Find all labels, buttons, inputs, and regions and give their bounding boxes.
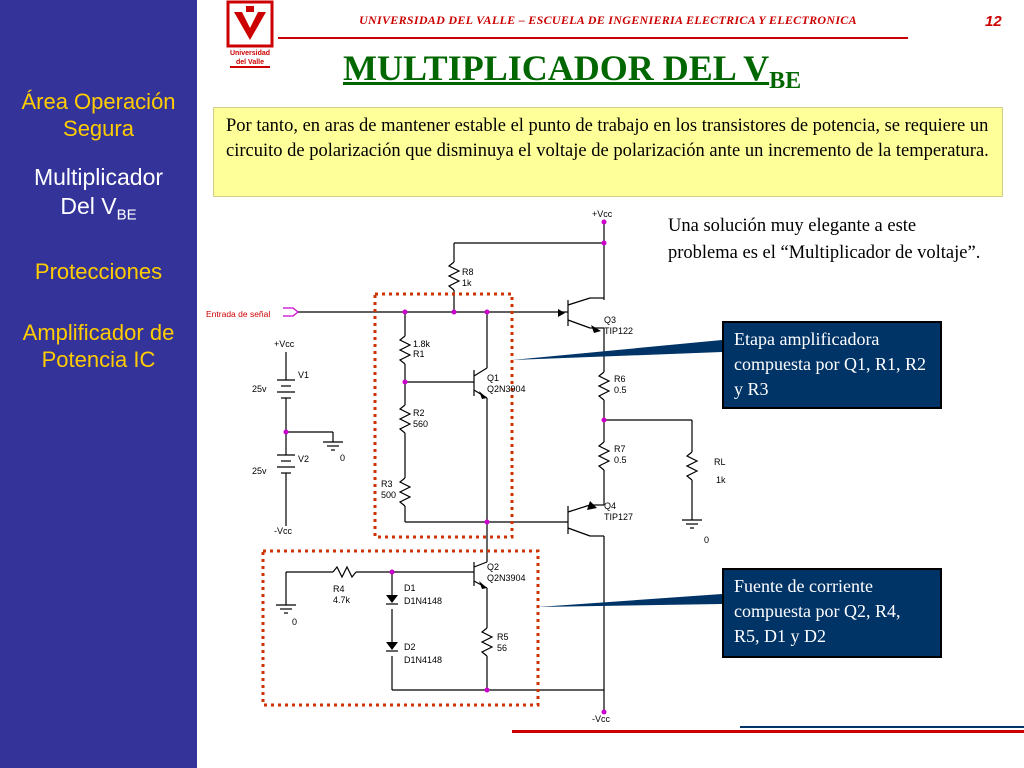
q3-part: TIP122 bbox=[604, 326, 633, 336]
q2-part: Q2N3904 bbox=[487, 573, 526, 583]
q1-part: Q2N3904 bbox=[487, 384, 526, 394]
q3-label: Q3 bbox=[604, 315, 616, 325]
r4-label: R4 bbox=[333, 584, 345, 594]
logo-text-line2: del Valle bbox=[236, 59, 264, 66]
v1-label: V1 bbox=[298, 370, 309, 380]
title-main: MULTIPLICADOR DEL V bbox=[343, 48, 770, 88]
sidebar-item-label: Segura bbox=[63, 116, 134, 141]
header-university: UNIVERSIDAD DEL VALLE – ESCUELA DE INGEN… bbox=[359, 13, 857, 27]
r4-value: 4.7k bbox=[333, 595, 351, 605]
rl-value: 1k bbox=[716, 475, 726, 485]
v1-value: 25v bbox=[252, 384, 267, 394]
q4-part: TIP127 bbox=[604, 512, 633, 522]
sidebar-item-label: Amplificador de bbox=[22, 320, 175, 345]
gnd-label-rl: 0 bbox=[704, 535, 709, 545]
r1-value: 1.8k bbox=[413, 339, 431, 349]
sidebar-item-protecciones[interactable]: Protecciones bbox=[0, 258, 197, 285]
d2-part: D1N4148 bbox=[404, 655, 442, 665]
sidebar-item-area-operacion-segura[interactable]: Área Operación Segura bbox=[0, 88, 197, 142]
sidebar-item-label: Multiplicador bbox=[33, 164, 164, 190]
r1-label: R1 bbox=[413, 349, 425, 359]
r6-value: 0.5 bbox=[614, 385, 627, 395]
vcc-bottom-label: -Vcc bbox=[592, 714, 611, 724]
current-source-callout: Fuente de corriente compuesta por Q2, R4… bbox=[722, 568, 942, 658]
logo-text-line1: Universidad bbox=[230, 50, 270, 57]
solution-text: Una solución muy elegante a este problem… bbox=[668, 216, 981, 263]
r8-label: R8 bbox=[462, 267, 474, 277]
source-vcc-neg-label: -Vcc bbox=[274, 526, 293, 536]
sidebar: Área Operación Segura Multiplicador Del … bbox=[0, 0, 197, 768]
title-subscript: BE bbox=[769, 68, 802, 95]
amplifier-callout-pointer bbox=[512, 340, 722, 360]
input-label: Entrada de señal bbox=[206, 309, 270, 319]
q2-label: Q2 bbox=[487, 562, 499, 572]
d1-label: D1 bbox=[404, 583, 416, 593]
r5-label: R5 bbox=[497, 632, 509, 642]
r7-label: R7 bbox=[614, 444, 626, 454]
rl-label: RL bbox=[714, 457, 726, 467]
page-number: 12 bbox=[985, 13, 1002, 30]
sidebar-item-multiplicador-vbe[interactable]: Multiplicador Del VBE bbox=[0, 163, 197, 230]
note-box: Por tanto, en aras de mantener estable e… bbox=[213, 107, 1003, 197]
amplifier-stage-box bbox=[373, 292, 514, 539]
source-vcc-pos-label: +Vcc bbox=[274, 339, 295, 349]
sidebar-item-label: Del VBE bbox=[60, 193, 137, 224]
v2-value: 25v bbox=[252, 466, 267, 476]
r2-label: R2 bbox=[413, 408, 425, 418]
current-source-box bbox=[261, 549, 540, 707]
sidebar-item-label: Área Operación bbox=[21, 89, 176, 114]
gnd-label-source: 0 bbox=[340, 453, 345, 463]
university-logo: Universidad del Valle bbox=[226, 0, 274, 72]
sidebar-item-label: Protecciones bbox=[34, 259, 163, 284]
vcc-top-label: +Vcc bbox=[592, 209, 613, 219]
page-title: MULTIPLICADOR DEL VBE bbox=[343, 48, 801, 101]
footer-divider-red bbox=[512, 730, 1024, 733]
gnd-label-r4: 0 bbox=[292, 617, 297, 627]
r3-label: R3 bbox=[381, 479, 393, 489]
q1-label: Q1 bbox=[487, 373, 499, 383]
d2-label: D2 bbox=[404, 642, 416, 652]
r8-value: 1k bbox=[462, 278, 472, 288]
current-source-callout-pointer bbox=[538, 594, 722, 607]
r7-value: 0.5 bbox=[614, 455, 627, 465]
footer-divider-blue bbox=[740, 726, 1024, 728]
header-divider bbox=[278, 37, 908, 39]
q4-label: Q4 bbox=[604, 501, 616, 511]
sidebar-item-label: Potencia IC bbox=[41, 347, 156, 372]
r5-value: 56 bbox=[497, 643, 507, 653]
v2-label: V2 bbox=[298, 454, 309, 464]
amplifier-stage-callout: Etapa amplificadora compuesta por Q1, R1… bbox=[722, 321, 942, 409]
r3-value: 500 bbox=[381, 490, 396, 500]
sidebar-item-amplificador-ic[interactable]: Amplificador de Potencia IC bbox=[0, 319, 197, 373]
d1-part: D1N4148 bbox=[404, 596, 442, 606]
r2-value: 560 bbox=[413, 419, 428, 429]
r6-label: R6 bbox=[614, 374, 626, 384]
